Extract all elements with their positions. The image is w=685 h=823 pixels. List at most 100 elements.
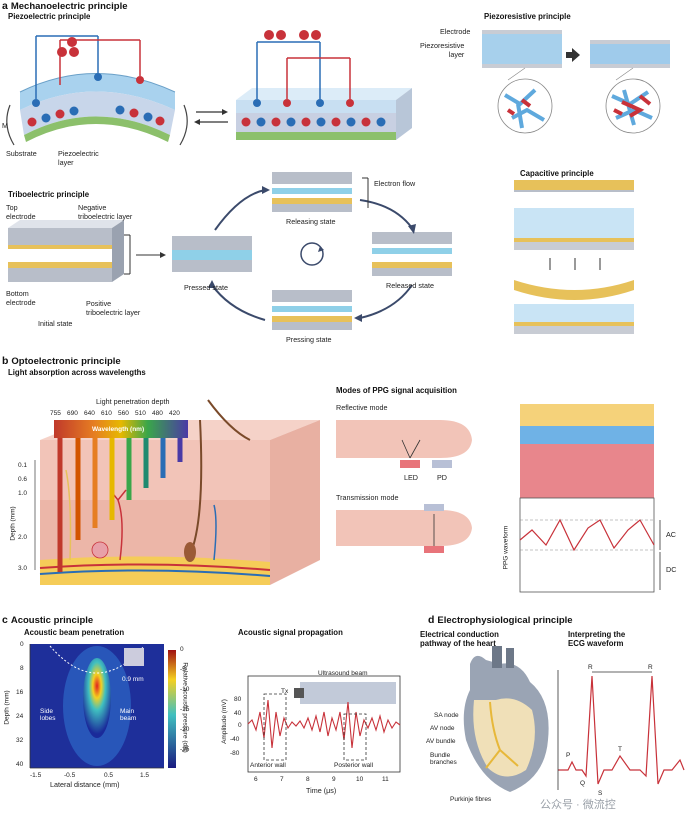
side-lobe-outline [49,645,145,674]
piezo-layer-line2: layer [58,157,74,167]
colorbar [168,650,176,768]
scale-label: 0.9 mm [122,676,144,683]
depth-tick-06: 0.6 [18,476,28,483]
wavelength-420: 420 [169,410,180,417]
colorbar-tick-20: -20 [180,726,190,733]
beam-depth-tick-32: 32 [16,737,24,744]
ac-label: AC [666,530,676,539]
ultrasound-beam-label: Ultrasound beam [318,670,368,677]
lateral-axis-label: Lateral distance (mm) [50,780,120,789]
pd-label: PD [437,473,447,482]
beam-background [30,644,164,768]
depth-tick-01: 0.1 [18,462,28,469]
piezo-bent-device [6,35,188,146]
triboelectric-title: Triboelectric principle [8,190,90,199]
led-label: LED [404,473,418,482]
ecg-r-label-2: R [648,664,653,671]
amplitude-plot-frame [247,675,401,773]
reflective-mode-label: Reflective mode [336,403,388,412]
wavelength-arrows [54,420,188,572]
bundle-branches-line2: branches [430,759,457,766]
penetration-depth-label: Light penetration depth [96,397,170,406]
lateral-tick-4: 1.5 [140,772,150,779]
wavelength-610: 610 [101,410,112,417]
ecg-line [558,675,685,785]
sa-node-label: SA node [434,712,459,719]
time-tick-11: 11 [382,776,389,783]
depth-tick-30: 3.0 [18,565,28,572]
ecg-p-label: P [566,752,571,759]
ecg-title-line2: ECG waveform [568,639,624,648]
beam-depth-axis: Depth (mm) [3,690,11,725]
propagation-title: Acoustic signal propagation [238,628,343,637]
tribo-electron-flow-label: Electron flow [374,179,416,188]
section-title: Electrophysiological principle [437,615,573,626]
section-letter: b [2,355,9,367]
piezo-arrows [194,109,228,125]
wavelength-640: 640 [84,410,95,417]
beam-title: Acoustic beam penetration [24,628,125,637]
ecg-r-label-1: R [588,664,593,671]
colorbar-tick-25: -25 [180,746,190,753]
depth-axis-label: Depth (mm) [9,506,17,541]
ultrasound-beam-graphic [300,682,396,704]
main-beam-line1: Main [120,708,135,715]
anterior-wall-label: Anterior wall [250,762,286,769]
ecg-t-label: T [618,746,622,753]
depth-tick-20: 2.0 [18,534,28,541]
wavelength-755: 755 [50,410,61,417]
tribo-bottom-electrode-line1: Bottom [6,289,29,298]
piezoresistive-diagram [482,30,670,134]
lateral-tick-2: -0.5 [64,772,76,779]
ecg-q-label: Q [580,780,586,787]
tribo-initial-state-label: Initial state [38,319,73,328]
colorbar-tick-10: -10 [180,686,190,693]
tribo-initial-device [8,220,166,282]
side-lobes-line2: lobes [40,715,56,722]
amplitude-tick-m80: -80 [230,750,240,757]
piezoresistive-layer-line2: layer [448,49,465,59]
av-bundle-label: AV bundle [426,738,456,745]
ecg-s-label: S [598,790,603,797]
posterior-wall-box [343,713,367,761]
amplitude-tick-40: 40 [234,710,242,717]
finger-label: Finger [340,425,361,434]
tribo-top-electrode-line2: electrode [6,211,36,221]
side-lobes-line1: Side [40,708,54,715]
av-node-label: AV node [430,725,455,732]
section-letter: c [2,614,8,626]
bundle-branches-line1: Bundle [430,752,451,759]
heart-graphic [463,646,549,792]
ppg-layers [519,404,661,593]
ppg-title: Modes of PPG signal acquisition [336,386,457,395]
amplitude-tick-0: 0 [238,722,242,729]
wavelength-690: 690 [67,410,78,417]
time-axis-label: Time (μs) [306,786,337,795]
section-title: Optoelectronic principle [11,356,121,367]
tribo-positive-line1: Positive [86,299,112,308]
piezo-flat-device [236,30,412,140]
section-letter: a [2,0,8,12]
beam-depth-tick-0: 0 [20,641,24,648]
scale-inset [124,648,144,666]
ecg-waveform [557,670,685,790]
posterior-wall-label: Posterior wall [334,762,374,769]
transmission-finger [336,504,472,553]
heart-title-line2: pathway of the heart [420,639,496,648]
amplitude-tick-80: 80 [234,696,242,703]
amplitude-tick-m40: -40 [230,736,240,743]
beam-envelope [63,646,131,766]
tribo-top-electrode-line1: Top [6,203,18,212]
piezo-substrate-label: Substrate [6,149,37,158]
beam-depth-tick-8: 8 [20,665,24,672]
time-tick-7: 7 [280,776,284,783]
dc-label: DC [666,565,677,574]
